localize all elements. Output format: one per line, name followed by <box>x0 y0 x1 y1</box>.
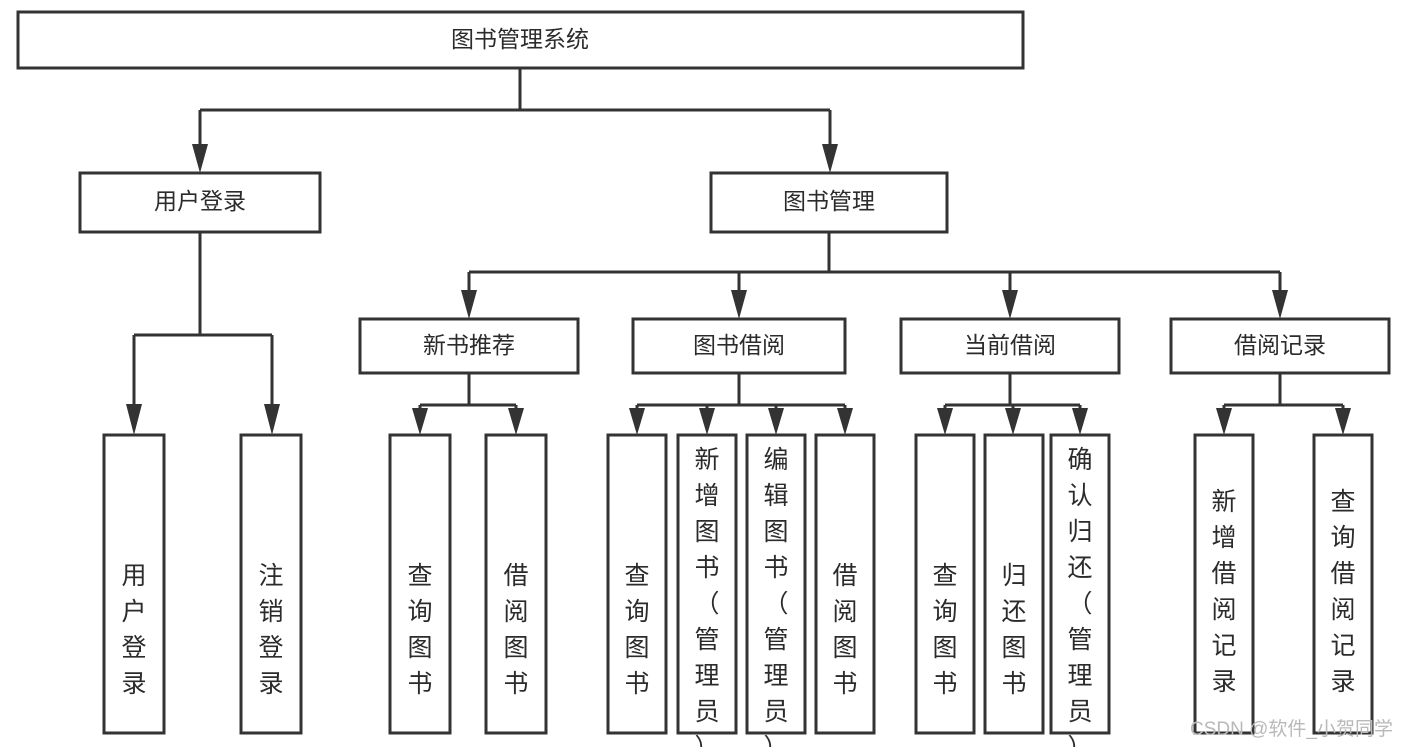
node-borrow-record[interactable]: 借阅记录 <box>1169 317 1391 375</box>
leaf-borrow-query-books[interactable]: 查询图书 <box>606 433 668 735</box>
node-new-book-recommend-label: 新书推荐 <box>423 332 515 358</box>
arrowhead-record-leaf-2 <box>1335 408 1351 435</box>
leaf-logout-label: 注销登录 <box>258 562 283 698</box>
leaf-current-return-books-label: 归还图书 <box>1001 562 1026 698</box>
leaf-borrow-add-book-label: 新增图书（管理员） <box>694 446 719 747</box>
arrowhead-leaf-logout <box>264 404 280 435</box>
leaf-user-login-label: 用户登录 <box>121 562 146 698</box>
leaf-borrow-borrow-book-box[interactable] <box>814 433 876 735</box>
node-book-management-label: 图书管理 <box>783 188 875 214</box>
node-book-borrow-box[interactable] <box>631 317 847 375</box>
leaf-record-query-record-box[interactable] <box>1312 433 1374 735</box>
arrowhead-user-login <box>192 144 208 173</box>
node-root-box[interactable] <box>16 10 1025 70</box>
arrowhead-record <box>1272 290 1288 319</box>
leaf-logout[interactable]: 注销登录 <box>239 433 303 735</box>
node-book-borrow-label: 图书借阅 <box>693 332 785 358</box>
leaf-record-add-record-label: 新增借阅记录 <box>1211 488 1236 696</box>
leaf-newbook-borrow-books[interactable]: 借阅图书 <box>484 433 548 735</box>
leaf-user-login-box[interactable] <box>102 433 166 735</box>
node-root[interactable]: 图书管理系统 <box>16 10 1025 70</box>
arrowhead-borrow <box>731 290 747 319</box>
leaf-borrow-add-book[interactable]: 新增图书（管理员） <box>676 433 738 747</box>
node-current-borrow-label: 当前借阅 <box>964 332 1056 358</box>
leaf-logout-box[interactable] <box>239 433 303 735</box>
arrowhead-leaf-user-login <box>126 404 142 435</box>
leaf-newbook-query-books-box[interactable] <box>388 433 452 735</box>
leaf-current-confirm-return[interactable]: 确认归还（管理员） <box>1049 433 1111 747</box>
leaf-record-query-record[interactable]: 查询借阅记录 <box>1312 433 1374 735</box>
arrowhead-newbook-leaf-1 <box>412 408 428 435</box>
leaf-newbook-query-books-label: 查询图书 <box>407 562 432 698</box>
node-borrow-record-label: 借阅记录 <box>1234 332 1326 358</box>
leaf-current-return-books-box[interactable] <box>983 433 1045 735</box>
node-user-login[interactable]: 用户登录 <box>78 171 322 234</box>
node-book-management-box[interactable] <box>709 171 949 234</box>
node-current-borrow-box[interactable] <box>899 317 1121 375</box>
leaf-current-query-books[interactable]: 查询图书 <box>914 433 976 735</box>
arrowhead-book-manage <box>822 144 838 173</box>
edge-layer <box>126 68 1351 435</box>
arrowhead-current-leaf-3 <box>1072 408 1088 435</box>
leaf-current-query-books-label: 查询图书 <box>932 562 957 698</box>
leaf-borrow-borrow-book[interactable]: 借阅图书 <box>814 433 876 735</box>
leaf-borrow-borrow-book-label: 借阅图书 <box>832 562 857 698</box>
node-user-login-box[interactable] <box>78 171 322 234</box>
node-root-label: 图书管理系统 <box>451 26 589 52</box>
arrowhead-current <box>1002 290 1018 319</box>
leaf-current-confirm-return-box[interactable] <box>1049 433 1111 735</box>
leaf-borrow-query-books-label: 查询图书 <box>624 562 649 698</box>
arrowhead-newbook <box>461 290 477 319</box>
arrowhead-borrow-leaf-3 <box>768 408 784 435</box>
node-current-borrow[interactable]: 当前借阅 <box>899 317 1121 375</box>
arrowhead-borrow-leaf-4 <box>837 408 853 435</box>
leaf-borrow-edit-book[interactable]: 编辑图书（管理员） <box>745 433 807 747</box>
leaf-newbook-query-books[interactable]: 查询图书 <box>388 433 452 735</box>
leaf-borrow-edit-book-box[interactable] <box>745 433 807 735</box>
arrowhead-borrow-leaf-2 <box>699 408 715 435</box>
leaf-newbook-borrow-books-box[interactable] <box>484 433 548 735</box>
arrowhead-current-leaf-2 <box>1005 408 1021 435</box>
arrowhead-newbook-leaf-2 <box>508 408 524 435</box>
node-borrow-record-box[interactable] <box>1169 317 1391 375</box>
leaf-current-return-books[interactable]: 归还图书 <box>983 433 1045 735</box>
arrowhead-borrow-leaf-1 <box>629 408 645 435</box>
node-user-login-label: 用户登录 <box>154 188 246 214</box>
arrowhead-current-leaf-1 <box>937 408 953 435</box>
leaf-borrow-edit-book-label: 编辑图书（管理员） <box>763 446 788 747</box>
leaf-record-query-record-label: 查询借阅记录 <box>1330 488 1355 696</box>
leaf-current-confirm-return-label: 确认归还（管理员） <box>1067 446 1092 747</box>
arrowhead-record-leaf-1 <box>1216 408 1232 435</box>
leaf-user-login[interactable]: 用户登录 <box>102 433 166 735</box>
node-book-management[interactable]: 图书管理 <box>709 171 949 234</box>
node-book-borrow[interactable]: 图书借阅 <box>631 317 847 375</box>
leaf-borrow-query-books-box[interactable] <box>606 433 668 735</box>
leaf-current-query-books-box[interactable] <box>914 433 976 735</box>
node-new-book-recommend-box[interactable] <box>358 317 580 375</box>
leaf-record-add-record-box[interactable] <box>1193 433 1255 735</box>
node-layer: 图书管理系统 用户登录 图书管理 新书推荐 图书借阅 当前 <box>16 10 1391 747</box>
leaf-record-add-record[interactable]: 新增借阅记录 <box>1193 433 1255 735</box>
node-new-book-recommend[interactable]: 新书推荐 <box>358 317 580 375</box>
leaf-borrow-add-book-box[interactable] <box>676 433 738 735</box>
leaf-newbook-borrow-books-label: 借阅图书 <box>503 562 528 698</box>
